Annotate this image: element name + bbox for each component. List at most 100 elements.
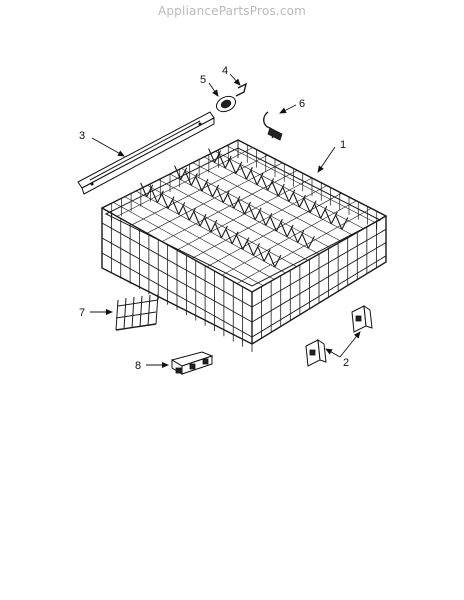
rack-wire	[298, 194, 306, 208]
rack-wire	[158, 179, 308, 261]
rack-roller-part[interactable]	[214, 93, 238, 114]
rack-wire	[226, 145, 375, 223]
callout-1: 1	[340, 139, 346, 151]
callout-7: 7	[79, 307, 85, 319]
rack-wire	[341, 217, 349, 230]
rack-wire	[231, 231, 239, 244]
rack-wire	[335, 215, 343, 230]
callout-8: 8	[135, 360, 141, 372]
rack-wire	[259, 211, 267, 226]
rack-wire	[292, 192, 300, 208]
rack-wire	[113, 202, 264, 286]
rack-wire	[184, 171, 192, 186]
rack-wire	[269, 216, 277, 232]
rack-wire	[257, 247, 265, 262]
rack-wire	[214, 150, 222, 163]
rack-wire	[204, 217, 212, 233]
roller-axle-part[interactable]	[235, 82, 248, 97]
rack-wire	[330, 211, 338, 225]
rack-wire	[190, 173, 198, 186]
rack-wire	[252, 243, 260, 256]
tine-clip-bracket-part[interactable]	[170, 351, 214, 375]
rack-wire	[307, 236, 315, 249]
rack-wire	[124, 196, 275, 280]
rack-wire	[254, 207, 262, 220]
rack-wire	[140, 182, 148, 198]
rack-wire	[101, 222, 253, 308]
rack-wire	[261, 176, 269, 191]
rack-wire	[208, 148, 216, 163]
rack-wire	[188, 208, 196, 221]
rack-wire	[167, 196, 175, 209]
rack-wire	[277, 183, 285, 197]
rack-wire	[242, 237, 250, 250]
watermark: AppliancePartsPros.com	[157, 4, 307, 18]
callout-6: 6	[299, 98, 305, 110]
rack-wire	[251, 242, 387, 323]
rack-wire	[201, 178, 209, 192]
dishrack-basket-part[interactable]	[100, 139, 388, 352]
rack-wire	[161, 194, 169, 209]
rack-wire	[216, 188, 224, 203]
callout-5: 5	[200, 74, 206, 86]
rack-wire	[320, 206, 328, 219]
rack-wire	[206, 182, 214, 198]
rack-wire	[214, 223, 222, 239]
rack-wire	[271, 181, 279, 197]
rack-wire	[274, 254, 282, 268]
rack-wire	[150, 188, 158, 203]
callout-3: 3	[79, 130, 85, 142]
rack-wire	[180, 167, 188, 180]
rack-wire	[192, 162, 342, 242]
rack-wire	[297, 230, 305, 243]
rack-wire	[229, 159, 237, 174]
rack-wire	[309, 200, 317, 213]
rack-wire	[280, 222, 288, 238]
rack-adjuster-part-left[interactable]	[305, 338, 327, 367]
rack-wire	[263, 249, 271, 262]
rack-wire	[210, 219, 218, 233]
rack-wire	[195, 176, 203, 192]
rack-wire	[147, 185, 297, 267]
rack-wire	[156, 190, 164, 203]
leader-lines	[90, 73, 361, 368]
rack-wire	[251, 228, 387, 308]
rack-wire	[224, 155, 232, 169]
rack-wire	[282, 187, 290, 202]
rack-wire	[301, 234, 309, 249]
rack-wire	[239, 165, 247, 180]
rack-wire	[286, 224, 294, 238]
rack-wire	[244, 201, 251, 215]
rack-wire	[227, 194, 235, 209]
rack-wire	[303, 198, 311, 213]
rack-wire	[193, 211, 201, 227]
rack-wire	[324, 209, 332, 225]
rack-wire	[245, 167, 253, 180]
rack-wire	[248, 205, 256, 220]
rack-wire	[146, 184, 154, 198]
tine-clip-part[interactable]	[263, 111, 283, 141]
rack-wire	[288, 189, 296, 202]
fold-down-tines-part[interactable]	[115, 293, 159, 331]
rack-wire	[291, 228, 299, 243]
rack-wire	[212, 184, 220, 198]
rack-wire	[182, 206, 190, 221]
rack-wire	[250, 170, 258, 186]
rack-wire	[265, 213, 273, 226]
rack-wire	[275, 218, 283, 232]
rack-wire	[251, 255, 387, 338]
rack-wire	[172, 200, 180, 215]
rack-wire	[256, 172, 264, 186]
rack-wire	[174, 165, 182, 180]
rack-adjuster-part-right[interactable]	[351, 304, 373, 333]
rack-wire	[222, 190, 230, 203]
rack-wire	[233, 196, 241, 209]
rack-wire	[236, 235, 244, 250]
rack-wire	[237, 199, 246, 215]
rack-wire	[178, 202, 186, 215]
rack-wire	[101, 237, 253, 323]
rack-wire	[235, 161, 243, 174]
rack-wire	[268, 252, 276, 268]
rack-rail-part[interactable]	[77, 111, 215, 195]
